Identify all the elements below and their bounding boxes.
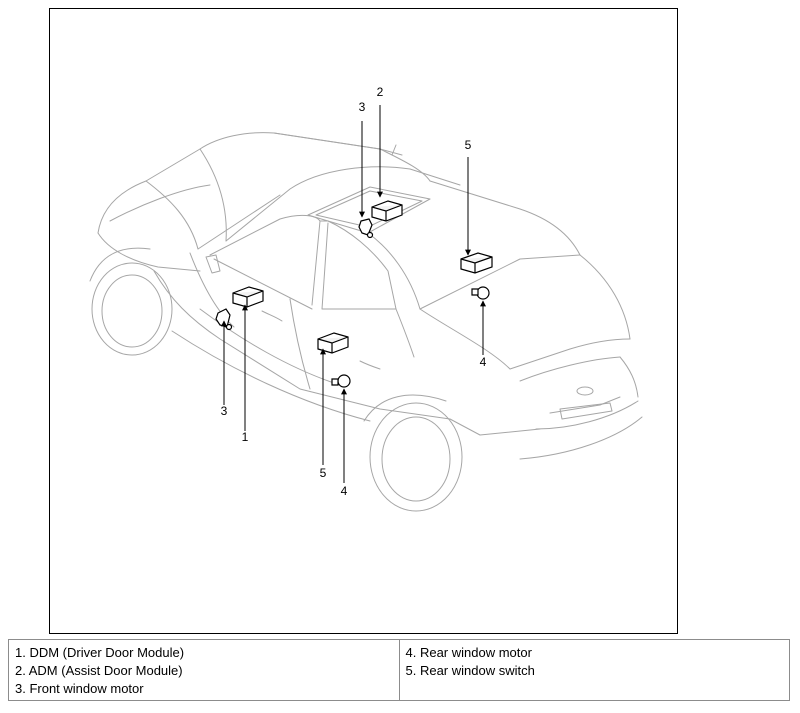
rear-window-motor-right [471, 286, 490, 300]
callout-3-left: 3 [221, 404, 228, 418]
callout-5-bottom: 5 [320, 466, 327, 480]
callout-3-top: 3 [359, 100, 366, 114]
car-component-diagram: 3 2 5 4 3 1 5 4 [89, 85, 643, 512]
callout-5-top: 5 [465, 138, 472, 152]
rear-window-switch-lower [317, 332, 349, 354]
callout-1-left: 1 [242, 430, 249, 444]
callout-4-bottom: 4 [341, 484, 348, 498]
diagram-frame: 3 2 5 4 3 1 5 4 [49, 8, 678, 634]
callout-2-top: 2 [377, 85, 384, 99]
legend-item: 3. Front window motor [15, 681, 144, 696]
legend-item: 4. Rear window motor [405, 645, 532, 660]
front-window-motor-top [358, 218, 374, 239]
legend-item: 5. Rear window switch [405, 663, 535, 678]
front-window-motor-left [215, 308, 233, 331]
legend-table: 1. DDM (Driver Door Module) 2. ADM (Assi… [8, 639, 790, 701]
legend-item: 1. DDM (Driver Door Module) [15, 645, 185, 660]
rear-window-motor-lower [331, 374, 351, 388]
adm-module [371, 200, 403, 222]
legend-column-left: 1. DDM (Driver Door Module) 2. ADM (Assi… [9, 640, 399, 700]
rear-window-switch-right [460, 252, 493, 274]
legend-item: 2. ADM (Assist Door Module) [15, 663, 183, 678]
callout-4-right: 4 [480, 355, 487, 369]
legend-column-right: 4. Rear window motor 5. Rear window swit… [398, 640, 790, 700]
ddm-module [232, 286, 264, 308]
car-body-outline [89, 132, 643, 512]
